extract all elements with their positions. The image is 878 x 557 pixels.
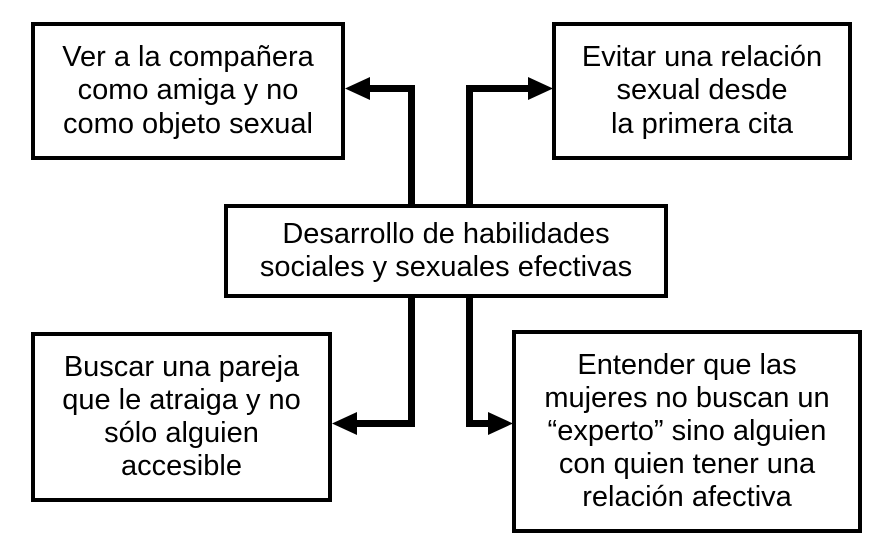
arrowhead-top-left	[345, 77, 370, 100]
connector-line-center-to-top-left	[367, 85, 415, 204]
arrowhead-bottom-left	[332, 412, 357, 435]
node-center: Desarrollo de habilidades sociales y sex…	[224, 204, 668, 298]
node-bottom-left: Buscar una pareja que le atraiga y no só…	[31, 332, 332, 502]
connector-center-to-top-left	[345, 77, 415, 204]
node-top-right: Evitar una relación sexual desde la prim…	[552, 22, 852, 160]
node-bottom-right: Entender que las mujeres no buscan un “e…	[512, 330, 862, 533]
connector-line-center-to-top-right	[466, 85, 530, 204]
connector-center-to-bottom-left	[332, 298, 415, 435]
connector-line-center-to-bottom-right	[466, 298, 490, 427]
connector-center-to-bottom-right	[466, 298, 513, 435]
connector-line-center-to-bottom-left	[355, 298, 415, 427]
arrowhead-top-right	[528, 77, 553, 100]
arrowhead-bottom-right	[488, 412, 513, 435]
connector-center-to-top-right	[466, 77, 553, 204]
node-top-left: Ver a la compañera como amiga y no como …	[31, 22, 345, 160]
